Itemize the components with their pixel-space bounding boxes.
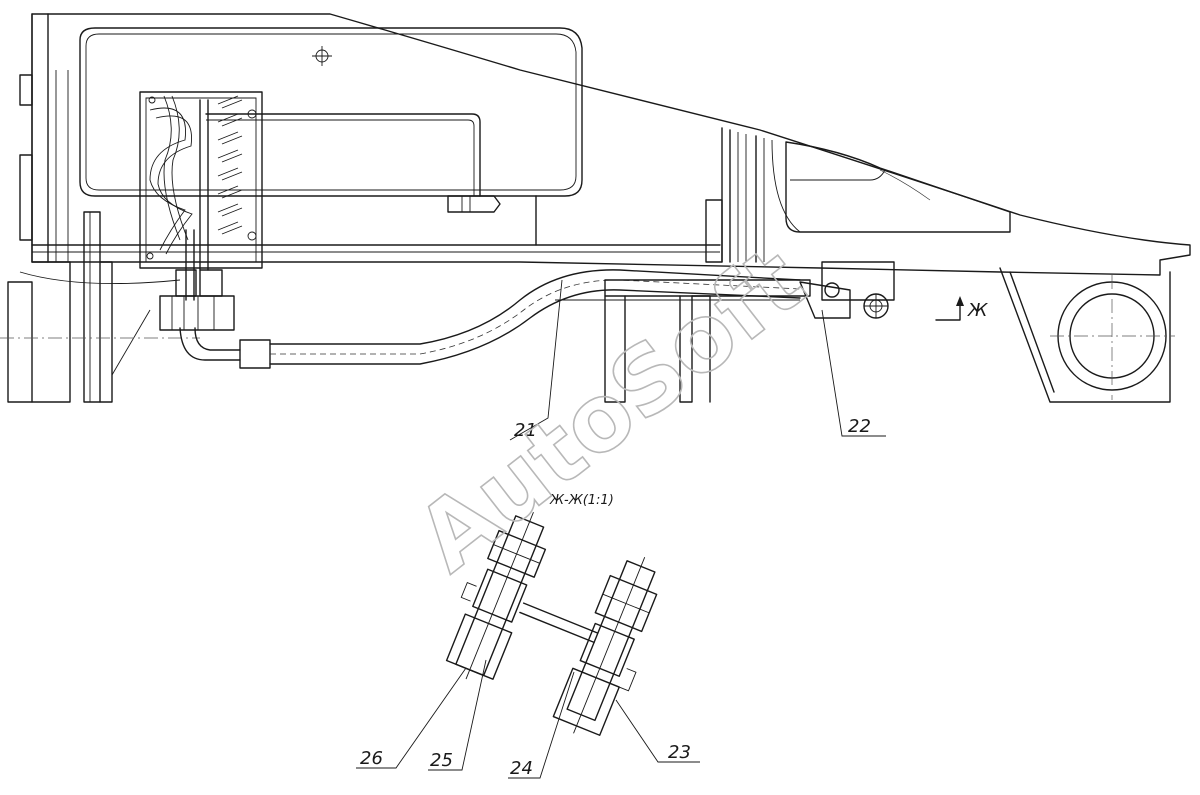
callout-24-label: 24 (510, 758, 533, 779)
watermark-text: AutoSoft (398, 226, 824, 592)
section-title: Ж-Ж(1:1) (549, 493, 614, 508)
callout-23-label: 23 (668, 742, 691, 763)
callout-23: 23 (615, 699, 700, 763)
main-housing (19, 13, 1191, 403)
left-lower-bracket (0, 211, 200, 403)
callout-22: 22 (821, 309, 886, 437)
callout-24: 24 (508, 671, 575, 779)
callout-26-label: 26 (360, 748, 383, 769)
callout-21: 21 (509, 279, 563, 441)
callout-21-label: 21 (514, 420, 537, 441)
callout-25: 25 (428, 659, 487, 771)
section-arrow: Ж (935, 296, 988, 321)
callout-25-label: 25 (430, 750, 453, 771)
section-arrow-label: Ж (967, 300, 988, 321)
valve-block-panel (139, 91, 537, 331)
callout-26: 26 (356, 667, 467, 769)
hose-assembly (179, 261, 895, 403)
section-view (445, 512, 658, 736)
callout-22-label: 22 (848, 416, 871, 437)
